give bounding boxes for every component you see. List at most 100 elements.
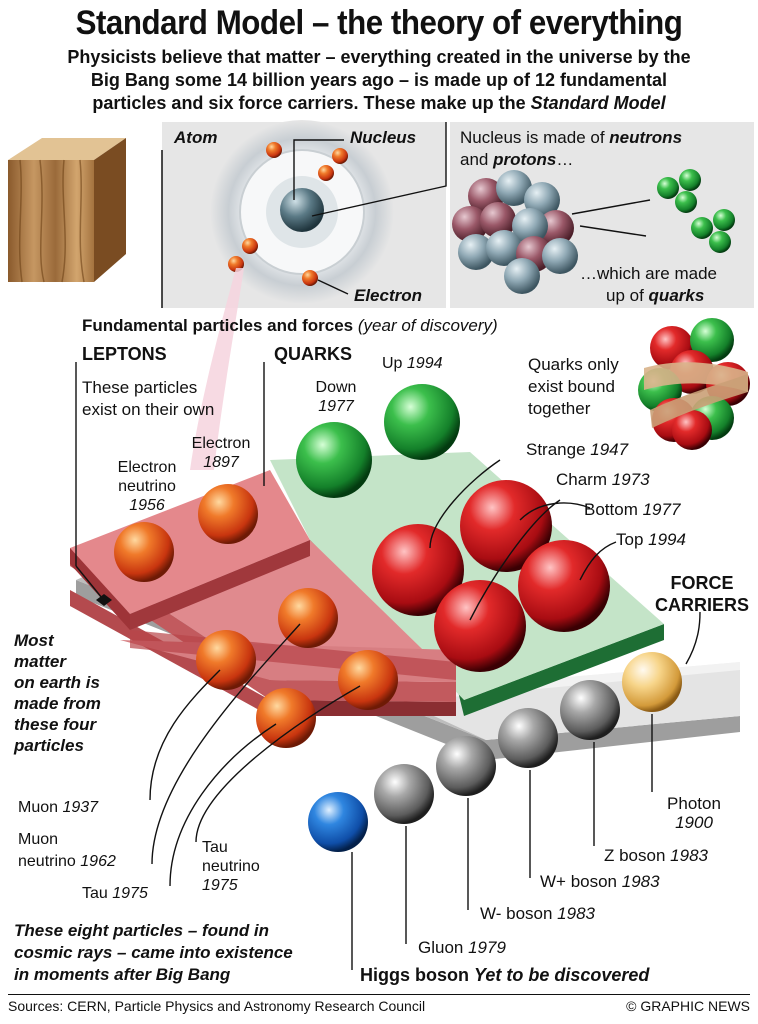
lepton-particles	[114, 484, 398, 748]
strange-ball	[372, 524, 464, 616]
which-made-line-2: up of quarks	[606, 286, 704, 305]
photon-ball	[622, 652, 682, 712]
most-line-4: made from	[14, 694, 101, 713]
wplus-ball	[498, 708, 558, 768]
electron-neutrino-name-b: neutrino	[118, 478, 176, 495]
photon-label: Photon 1900	[662, 794, 726, 832]
muon-name: Muon	[18, 799, 63, 816]
charm-name: Charm	[556, 470, 612, 489]
down-name: Down	[315, 379, 357, 396]
quark-particles	[296, 384, 610, 672]
which-made-line-1: …which are made	[580, 264, 718, 283]
tau-neutrino-year: 1975	[202, 877, 238, 894]
nucleus-label: Nucleus	[350, 128, 417, 147]
down-year: 1977	[318, 398, 354, 415]
electron-neutrino-year: 1956	[129, 497, 165, 514]
wminus-year: 1983	[557, 904, 595, 923]
footer-credit: © GRAPHIC NEWS	[626, 998, 750, 1014]
muon-neutrino-year: 1962	[80, 853, 116, 870]
tau-neutrino-label: Tau neutrino 1975	[202, 838, 260, 895]
charm-label: Charm 1973	[556, 470, 650, 489]
nucleus-made-a: Nucleus is made of	[460, 128, 610, 147]
bottom-year: 1977	[642, 500, 681, 519]
wplus-name: W+ boson	[540, 872, 622, 891]
electron-particle-year: 1897	[203, 454, 239, 471]
bound-quarks-note: Quarks only exist bound together	[528, 354, 619, 420]
electron-label: Electron	[354, 286, 423, 305]
most-matter-note: Most matter on earth is made from these …	[14, 630, 101, 756]
arrow-marker	[96, 594, 112, 606]
top-label: Top 1994	[616, 530, 686, 549]
atom-pointers	[293, 122, 447, 295]
leader-lines	[75, 362, 701, 970]
atom-illustration	[210, 120, 394, 304]
muon-neutrino-label-a: Muon	[18, 831, 59, 848]
page-title: Standard Model – the theory of everythin…	[75, 4, 683, 42]
z-label: Z boson 1983	[604, 846, 708, 865]
top-year: 1994	[648, 530, 686, 549]
bottom-ball	[434, 580, 526, 672]
quarks-word: quarks	[648, 286, 705, 305]
z-year: 1983	[670, 846, 708, 865]
nucleus-made-text: Nucleus is made of neutrons	[460, 128, 682, 147]
intro-standard-model: Standard Model	[530, 93, 666, 113]
muon-label: Muon 1937	[18, 798, 98, 817]
intro-line-2: Big Bang some 14 billion years ago – is …	[90, 70, 668, 90]
most-line-6: particles	[14, 736, 84, 755]
photon-year: 1900	[675, 813, 713, 832]
and-word: and	[460, 150, 494, 169]
muon-neutrino-ball	[278, 588, 338, 648]
eight-line-2: cosmic rays – came into existence	[14, 943, 293, 962]
eight-line-3: in moments after Big Bang	[14, 965, 231, 984]
most-line-2: matter	[14, 652, 66, 671]
tau-neutrino-ball	[338, 650, 398, 710]
gluon-label: Gluon 1979	[418, 938, 506, 957]
strange-year: 1947	[590, 440, 629, 459]
protons-word: protons	[493, 150, 557, 169]
bound-line-1: Quarks only	[528, 355, 619, 374]
force-particles	[308, 652, 682, 852]
leptons-header: LEPTONS	[82, 344, 167, 364]
tau-neutrino-name-a: Tau	[202, 839, 228, 856]
gluon-name: Gluon	[418, 938, 469, 957]
z-ball	[560, 680, 620, 740]
ellipsis: …	[556, 150, 574, 169]
muon-ball	[196, 630, 256, 690]
leptons-desc-1: These particles	[82, 378, 198, 397]
electron-trail	[190, 268, 244, 470]
wplus-year: 1983	[621, 872, 660, 891]
wminus-ball	[436, 736, 496, 796]
quarks-header: QUARKS	[274, 344, 353, 364]
higgs-label: Higgs boson Yet to be discovered	[360, 966, 649, 985]
tau-neutrino-name-b: neutrino	[202, 858, 260, 875]
footer-sources: Sources: CERN, Particle Physics and Astr…	[8, 998, 426, 1014]
wminus-name: W- boson	[480, 904, 558, 923]
bound-line-3: together	[528, 399, 591, 418]
quark-group-2	[691, 209, 735, 253]
up-name: Up	[382, 355, 407, 372]
intro-line-3: particles and six force carriers. These …	[8, 92, 750, 115]
intro-line-1: Physicists believe that matter – everyth…	[67, 47, 691, 67]
bound-quarks-cluster	[638, 318, 750, 450]
fundamentals-subtitle: (year of discovery)	[357, 316, 498, 335]
up-ball	[384, 384, 460, 460]
electron-ball	[198, 484, 258, 544]
force-carriers-header-1: FORCE	[670, 573, 734, 593]
leptons-desc-2: exist on their own	[82, 400, 215, 419]
wplus-label: W+ boson 1983	[540, 872, 660, 891]
atom-label: Atom	[174, 128, 218, 147]
z-name: Z boson	[604, 846, 671, 865]
bottom-label: Bottom 1977	[584, 500, 680, 519]
bound-line-2: exist bound	[528, 377, 615, 396]
gluon-year: 1979	[468, 938, 506, 957]
higgs-ball	[308, 792, 368, 852]
tau-label: Tau 1975	[82, 884, 148, 903]
atom-panel-divider	[446, 122, 450, 308]
strange-label: Strange 1947	[526, 440, 628, 459]
charm-ball	[460, 480, 552, 572]
up-year: 1994	[406, 355, 443, 372]
eight-particles-note: These eight particles – found in cosmic …	[14, 920, 293, 986]
down-label: Down 1977	[306, 378, 366, 416]
electron-particle-name: Electron	[191, 435, 251, 452]
charm-year: 1973	[611, 470, 650, 489]
